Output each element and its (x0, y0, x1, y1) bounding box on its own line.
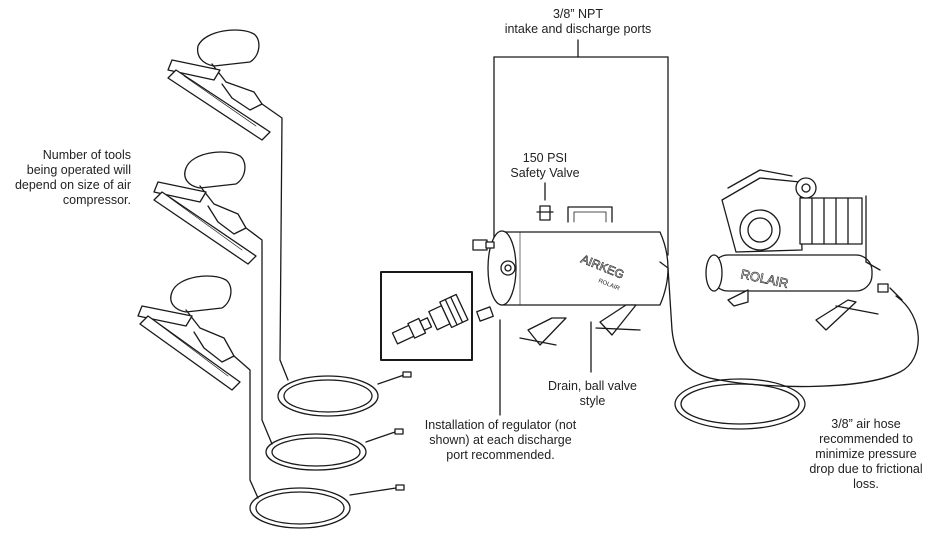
coupler-inset (380, 271, 473, 361)
main-hose-coil (674, 378, 806, 430)
nail-gun-3 (137, 275, 241, 391)
nail-gun-2 (153, 151, 257, 265)
air-hose-line-1: 3/8” air hose (831, 417, 901, 431)
hose-coil-2 (245, 227, 404, 471)
drain-label: Drain, ball valve style (530, 379, 655, 409)
air-hose-note-label: 3/8” air hose recommended to minimize pr… (796, 417, 936, 492)
air-tank (472, 205, 669, 346)
nail-gun-1 (167, 29, 271, 141)
air-hose-line-3: minimize pressure (815, 447, 917, 461)
tools-note-label: Number of tools being operated will depe… (0, 148, 131, 208)
regulator-line-3: port recommended. (446, 448, 555, 462)
hose-coil-1 (261, 103, 412, 417)
npt-bracket (493, 39, 669, 256)
compressor (705, 169, 903, 331)
hose-coil-3 (233, 355, 405, 529)
regulator-line-1: Installation of regulator (not (424, 418, 577, 432)
tools-note-line-3: depend on size of air (14, 178, 131, 192)
npt-ports-label: 3/8” NPT intake and discharge ports (493, 7, 663, 37)
tools-note-line-2: being operated will (26, 163, 131, 177)
drain-line-2: style (579, 394, 606, 408)
regulator-note-label: Installation of regulator (not shown) at… (408, 418, 593, 463)
air-hose-line-2: recommended to (819, 432, 913, 446)
main-air-hose (659, 261, 919, 388)
tools-note-line-4: compressor. (62, 193, 131, 207)
npt-ports-line-1: 3/8” NPT (552, 7, 603, 21)
air-hose-line-4: drop due to frictional (809, 462, 923, 476)
safety-valve-line-2: Safety Valve (510, 166, 580, 180)
drain-line-1: Drain, ball valve (548, 379, 637, 393)
air-hose-line-5: loss. (853, 477, 879, 491)
safety-valve-label: 150 PSI Safety Valve (495, 151, 595, 181)
tools-note-line-1: Number of tools (42, 148, 131, 162)
safety-valve-line-1: 150 PSI (522, 151, 568, 165)
regulator-line-2: shown) at each discharge (429, 433, 572, 447)
npt-ports-line-2: intake and discharge ports (504, 22, 652, 36)
